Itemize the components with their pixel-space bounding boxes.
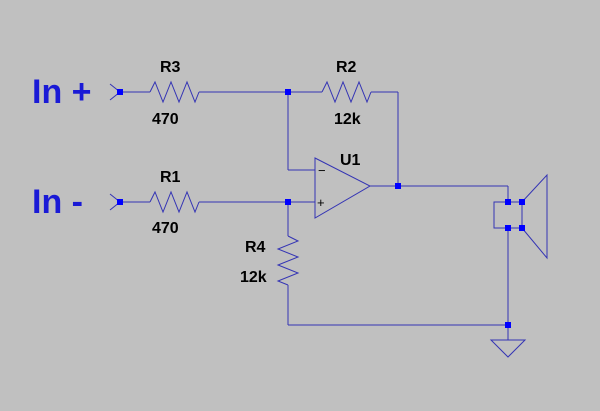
r2-value-label: 12k [334,111,361,128]
node-in-minus[interactable] [117,199,123,205]
speaker-body[interactable] [493,201,523,229]
node-speaker-top-left[interactable] [505,199,511,205]
resistor-r1[interactable] [149,190,200,214]
r1-value-label: 470 [152,220,179,237]
in-plus-label: In + [32,73,92,111]
node-speaker-bottom-right[interactable] [519,225,525,231]
ground-icon[interactable] [489,339,527,358]
r4-value-label: 12k [240,269,267,286]
r4-ref-label: R4 [245,239,266,256]
resistor-r3[interactable] [149,80,200,104]
node-speaker-bottom-left[interactable] [505,225,511,231]
opamp-u1[interactable] [314,157,372,219]
node-speaker-top-right[interactable] [519,199,525,205]
opamp-plus-sign: + [317,195,325,210]
r3-ref-label: R3 [160,59,181,76]
node-r3-r2[interactable] [285,89,291,95]
resistor-r2[interactable] [321,80,372,104]
opamp-minus-sign: − [318,163,326,178]
node-in-plus[interactable] [117,89,123,95]
node-r1-r4[interactable] [285,199,291,205]
resistor-r4[interactable] [276,235,300,286]
speaker-icon[interactable] [521,173,548,260]
node-ground[interactable] [505,322,511,328]
r2-ref-label: R2 [336,59,357,76]
u1-ref-label: U1 [340,152,361,169]
in-minus-label: In - [32,183,83,221]
r3-value-label: 470 [152,111,179,128]
node-output[interactable] [395,183,401,189]
r1-ref-label: R1 [160,169,181,186]
